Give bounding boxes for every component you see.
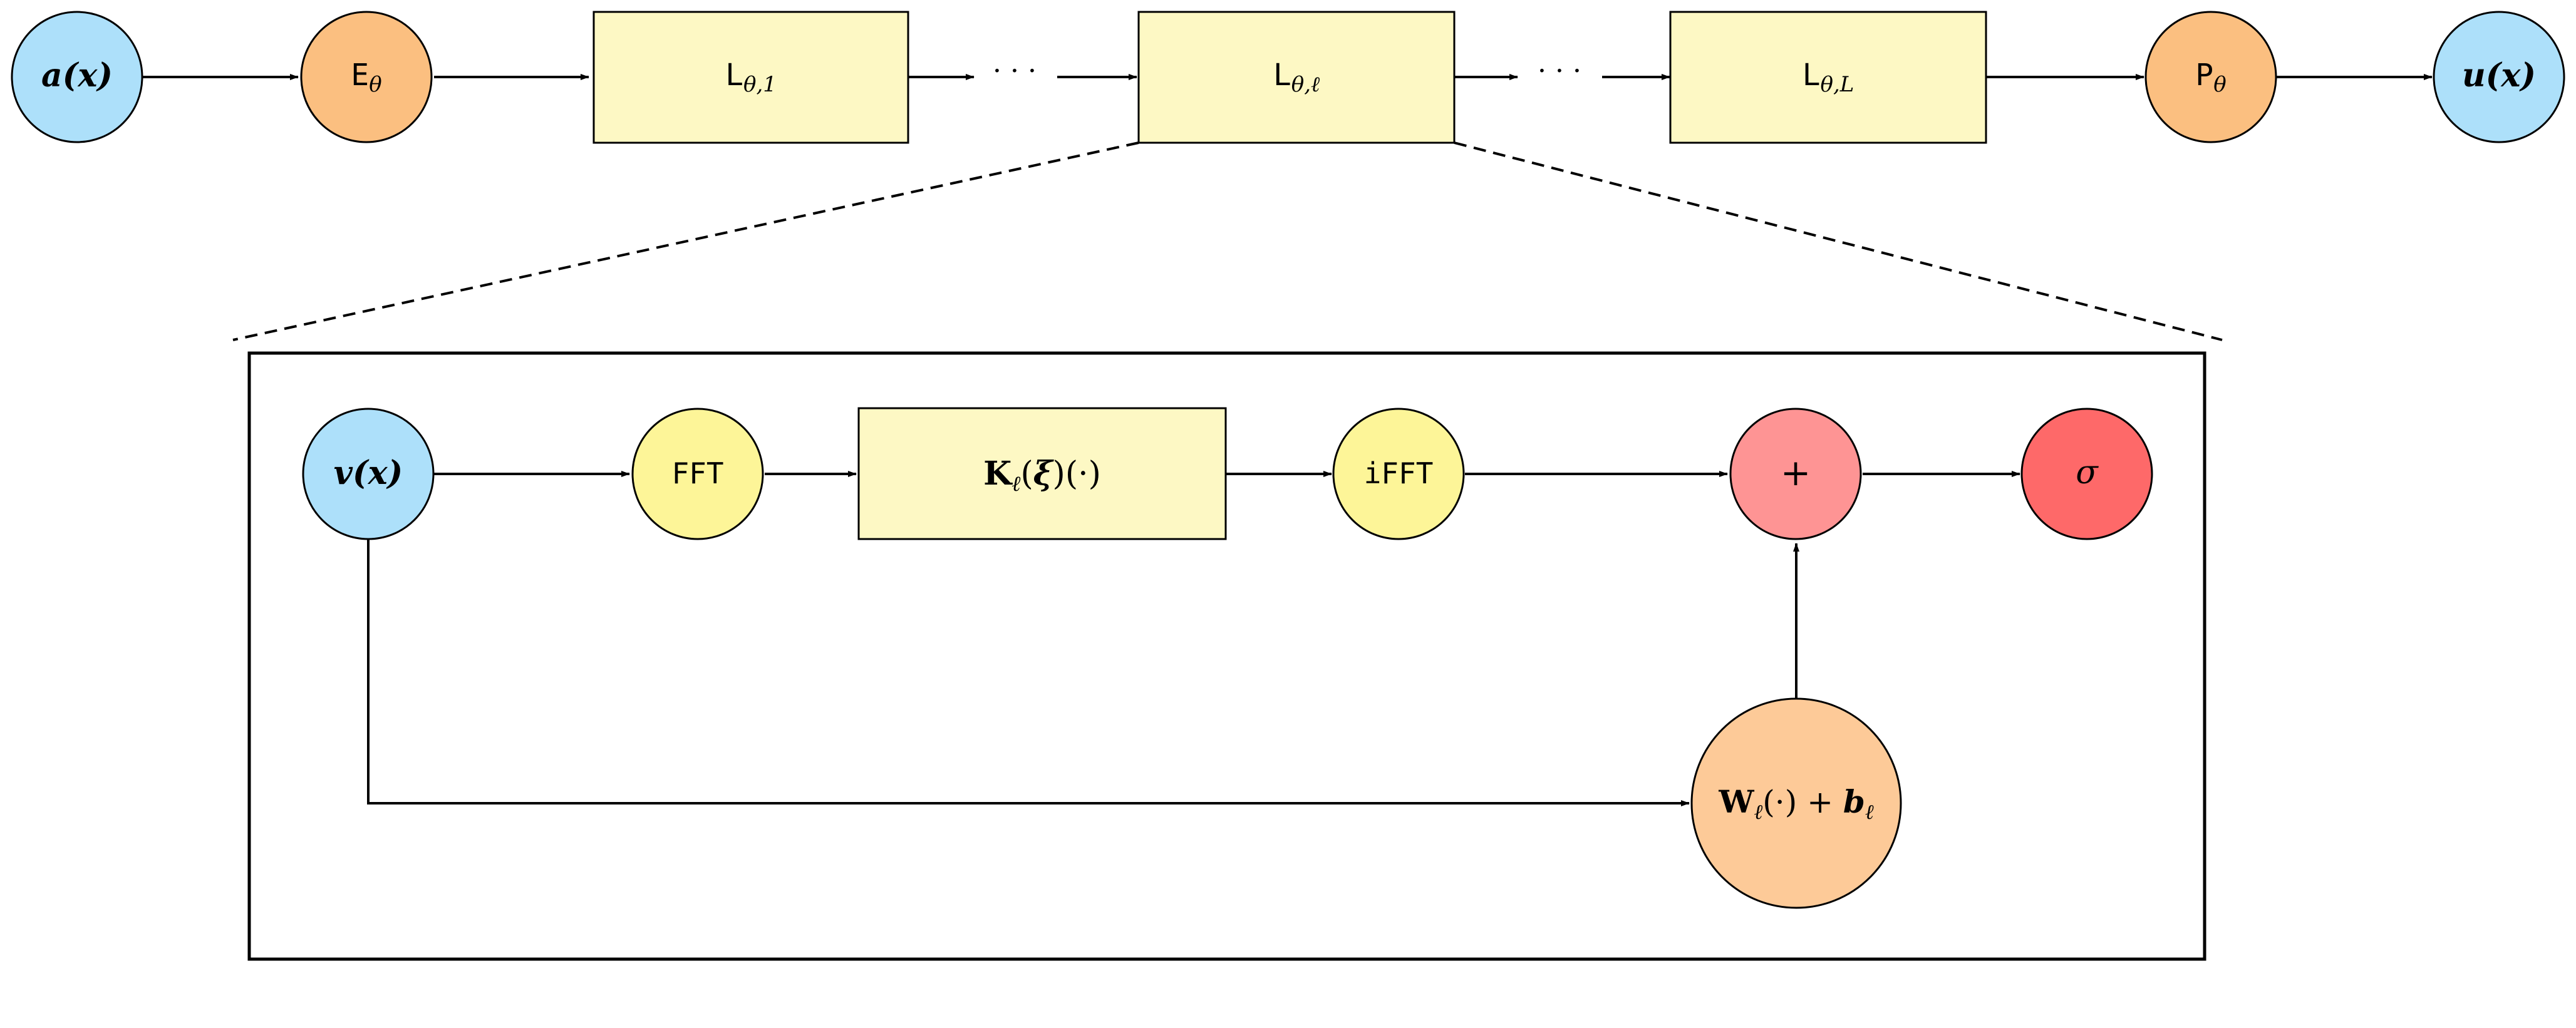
detail-frame [247, 351, 2206, 961]
projector-circle [2144, 11, 2277, 143]
output-node-u: u(x) [2433, 11, 2565, 143]
fft-label: FFT [671, 456, 723, 490]
detail-input-label: v(x) [334, 454, 403, 492]
kernel-block: Kℓ(ξ)(·) [857, 407, 1227, 540]
sum-circle [1729, 408, 1862, 540]
output-node-u-label: u(x) [2462, 56, 2536, 95]
projector-label: Pθ [2195, 58, 2226, 97]
projector-node: Pθ [2144, 11, 2277, 143]
kernel-label: Kℓ(ξ)(·) [983, 455, 1101, 496]
layer-last-rect [1669, 11, 1987, 144]
sum-label: + [1781, 451, 1811, 494]
linear-node: Wℓ(·) + bℓ [1690, 697, 1902, 909]
ifft-label: iFFT [1364, 456, 1434, 490]
layer-mid-rect [1137, 11, 1456, 144]
detail-input-circle [302, 408, 435, 540]
layer-mid-label: Lθ,ℓ [1273, 58, 1320, 97]
zoom-line-left [232, 141, 1139, 341]
kernel-rect [857, 407, 1227, 540]
linear-circle [1690, 697, 1902, 909]
encoder-node: Eθ [300, 11, 433, 143]
top-row: a(x) Eθ Lθ,1 · · · Lθ,ℓ · · · [11, 11, 2565, 144]
activation-node: σ [2020, 408, 2153, 540]
activation-label: σ [2076, 454, 2099, 491]
zoom-line-right [1454, 141, 2223, 341]
layer-first-block: Lθ,1 [592, 11, 909, 144]
linear-label: Wℓ(·) + bℓ [1718, 783, 1873, 824]
sum-node: + [1729, 408, 1862, 540]
arrow-v-to-linear [367, 540, 1690, 806]
ellipsis-1: · · · [993, 55, 1037, 87]
ifft-node: iFFT [1332, 408, 1465, 540]
input-node-a-circle [11, 11, 143, 143]
output-node-u-circle [2433, 11, 2565, 143]
ifft-circle [1332, 408, 1465, 540]
encoder-circle [300, 11, 433, 143]
activation-circle [2020, 408, 2153, 540]
zoom-connector-lines [232, 141, 2223, 341]
layer-last-label: Lθ,L [1803, 58, 1854, 97]
layer-first-rect [592, 11, 909, 144]
layer-detail-panel: v(x) FFT Kℓ(ξ)(·) iFFT + σ [247, 351, 2206, 961]
layer-first-label: Lθ,1 [725, 58, 777, 97]
fft-circle [631, 408, 764, 540]
ellipsis-2: · · · [1538, 55, 1581, 87]
input-node-a: a(x) [11, 11, 143, 143]
layer-last-block: Lθ,L [1669, 11, 1987, 144]
input-node-a-label: a(x) [41, 56, 113, 95]
detail-input-node-v: v(x) [302, 408, 435, 540]
layer-mid-block: Lθ,ℓ [1137, 11, 1456, 144]
fft-node: FFT [631, 408, 764, 540]
encoder-label: Eθ [351, 58, 381, 97]
detail-arrows [367, 471, 2020, 806]
